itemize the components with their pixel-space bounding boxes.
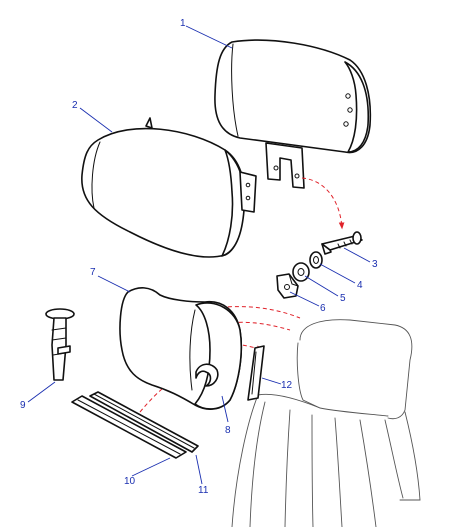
- callout-10: 10: [124, 476, 136, 487]
- callout-labels: 1 2 3 4 5 6 7 8 9 10 11 12: [20, 18, 378, 496]
- callout-5: 5: [340, 293, 346, 304]
- seat-backrest-outline: [231, 319, 421, 527]
- callout-12: 12: [281, 380, 293, 391]
- callout-3: 3: [372, 259, 378, 270]
- callout-8: 8: [225, 425, 231, 436]
- bolt: [321, 231, 363, 255]
- trim-strip-10: [71, 395, 187, 459]
- headrest-upper: [214, 39, 372, 189]
- retaining-strip: [247, 345, 265, 401]
- callout-11: 11: [198, 485, 209, 496]
- headrest-lower: [81, 117, 257, 258]
- callout-1: 1: [180, 18, 186, 29]
- washer-4: [309, 251, 323, 269]
- callout-leaders: [27, 25, 371, 485]
- trim-strip-11: [89, 391, 199, 453]
- guide-tube: [45, 308, 75, 381]
- callout-7: 7: [90, 267, 96, 278]
- callout-9: 9: [20, 400, 26, 411]
- callout-4: 4: [357, 280, 363, 291]
- callout-2: 2: [72, 100, 78, 111]
- clip-nut: [276, 273, 299, 299]
- headrest-cover: [119, 287, 243, 410]
- callout-6: 6: [320, 303, 326, 314]
- washer-5: [292, 262, 310, 282]
